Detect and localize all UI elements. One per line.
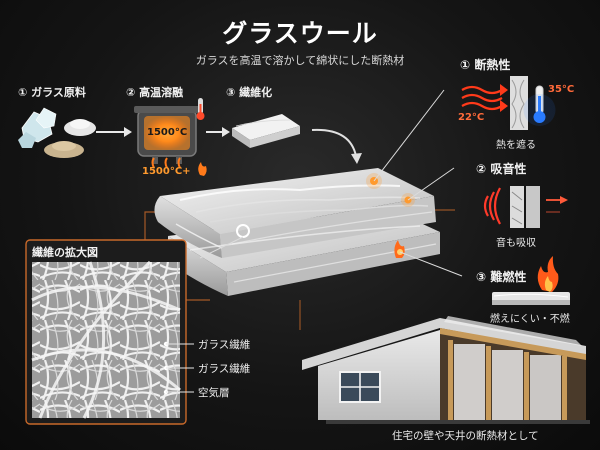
glass-raw-material-icon — [18, 107, 96, 158]
property-sound-caption: 音も吸収 — [496, 238, 536, 249]
step-glass-raw-material: ① ガラス原料 — [18, 86, 86, 99]
fire-resistance-icon — [492, 256, 570, 305]
fiber-label-2: ガラス繊維 — [198, 363, 251, 375]
temp-hot-label: 35°C — [548, 84, 575, 95]
furnace-temperature: 1500°C — [147, 127, 188, 138]
glass-wool-blanket — [154, 168, 440, 296]
step-high-temp-melting: ② 高温溶融 — [126, 86, 184, 99]
enlarged-fiber-view — [25, 239, 194, 425]
page-subtitle: ガラスを高温で溶かして綿状にした断熱材 — [195, 54, 405, 67]
property-fire-caption: 燃えにくい・不燃 — [490, 314, 570, 325]
air-layer-label: 空気層 — [198, 387, 230, 399]
step-fiberization: ③ 繊維化 — [226, 86, 273, 99]
furnace-caption: 1500°C+ — [142, 166, 191, 177]
house-illustration — [302, 316, 590, 424]
property-insulation-caption: 熱を遮る — [496, 140, 536, 151]
furnace-icon — [134, 106, 200, 169]
heat-insulation-icon — [461, 76, 556, 130]
property-fire-label: ③ 難燃性 — [476, 270, 527, 284]
property-sound-label: ② 吸音性 — [476, 162, 527, 176]
enlarged-view-title: 繊維の拡大図 — [32, 246, 98, 259]
page-title: グラスウール — [222, 19, 378, 48]
thermometer-icon — [196, 98, 205, 120]
property-insulation-label: ① 断熱性 — [460, 58, 511, 72]
sound-absorption-icon — [483, 186, 568, 228]
fiber-label-1: ガラス繊維 — [198, 339, 251, 351]
house-caption: 住宅の壁や天井の断熱材として — [392, 430, 539, 442]
fiber-sheet-icon — [232, 114, 300, 148]
temp-cold-label: 22°C — [458, 112, 485, 123]
small-flame-icon — [198, 162, 207, 176]
